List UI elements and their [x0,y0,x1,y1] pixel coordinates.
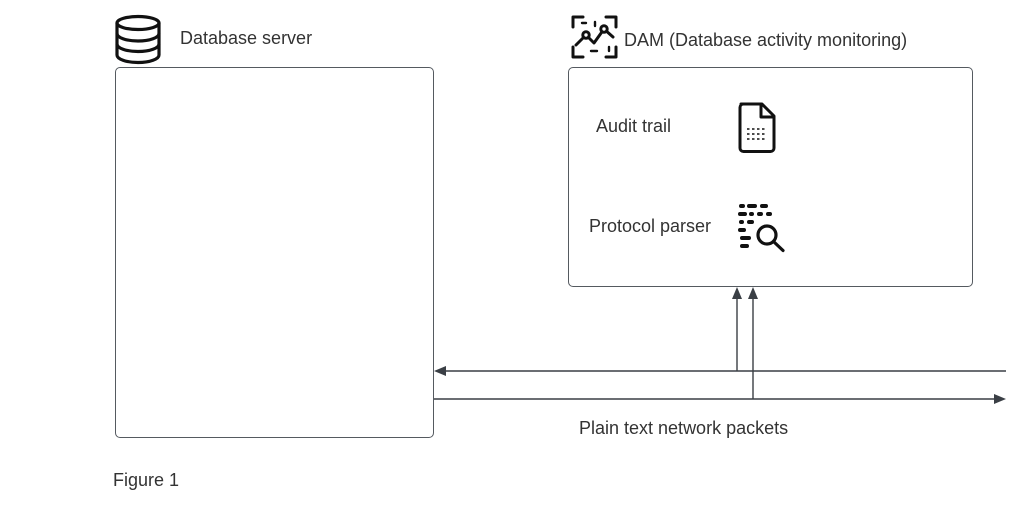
inbound-arrowhead [434,366,446,376]
figure-caption: Figure 1 [113,470,180,490]
database-icon [114,14,162,65]
activity-monitoring-icon [569,13,620,61]
audit-trail-label: Audit trail [596,116,672,136]
tap-arrowhead-left [732,287,742,299]
outbound-arrowhead [994,394,1006,404]
protocol-parser-label: Protocol parser [589,216,712,236]
dam-label: DAM (Database activity monitoring) [624,30,908,50]
document-icon [736,100,778,154]
network-packets-label: Plain text network packets [579,418,789,438]
db-server-box [115,67,434,438]
packet-search-icon [738,202,786,253]
tap-arrowhead-right [748,287,758,299]
dam-box [568,67,973,287]
db-server-label: Database server [180,28,313,48]
